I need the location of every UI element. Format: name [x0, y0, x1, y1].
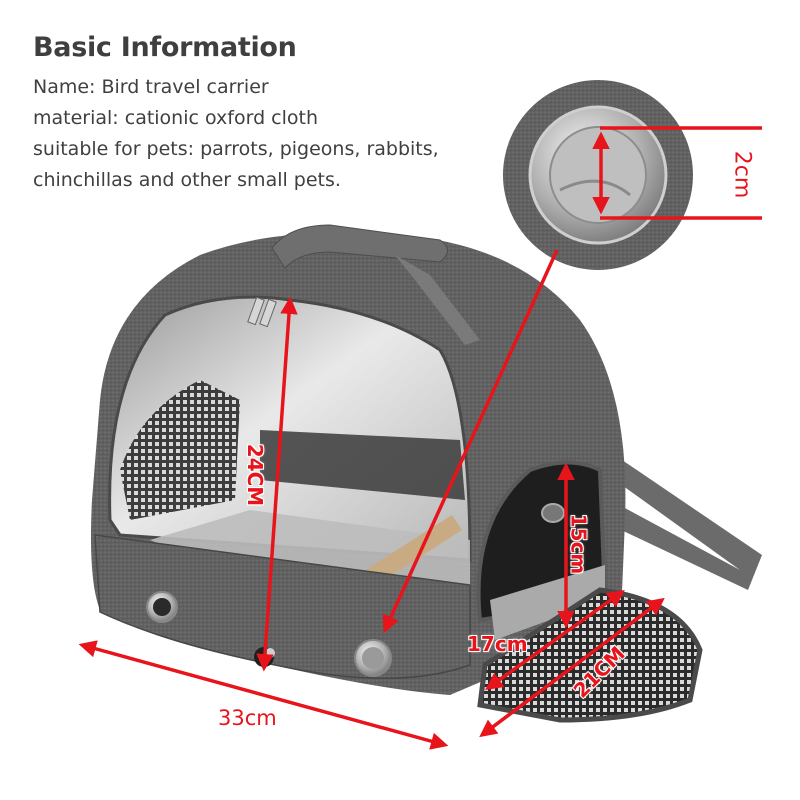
basic-information: Basic Information Name: Bird travel carr… — [33, 32, 439, 196]
side-door-height-label: 15cm — [566, 513, 591, 575]
side-door-width-label: 17cm — [467, 632, 528, 656]
vent-detail-inset — [503, 80, 693, 270]
info-material: material: cationic oxford cloth — [33, 107, 319, 129]
vent-hole-left — [146, 591, 178, 623]
info-suitable-pets: suitable for pets: parrots, pigeons, rab… — [33, 138, 439, 160]
dimension-annotations — [78, 126, 762, 750]
info-suitable-pets-cont: chinchillas and other small pets. — [33, 169, 341, 191]
height-dimension-label: 24CM — [243, 443, 268, 507]
vent-hole-right — [354, 639, 392, 677]
info-name: Name: Bird travel carrier — [33, 76, 269, 98]
info-title: Basic Information — [33, 32, 297, 63]
vent-hole-dimension-label: 2cm — [729, 150, 755, 199]
length-dimension-label: 33cm — [218, 706, 277, 730]
